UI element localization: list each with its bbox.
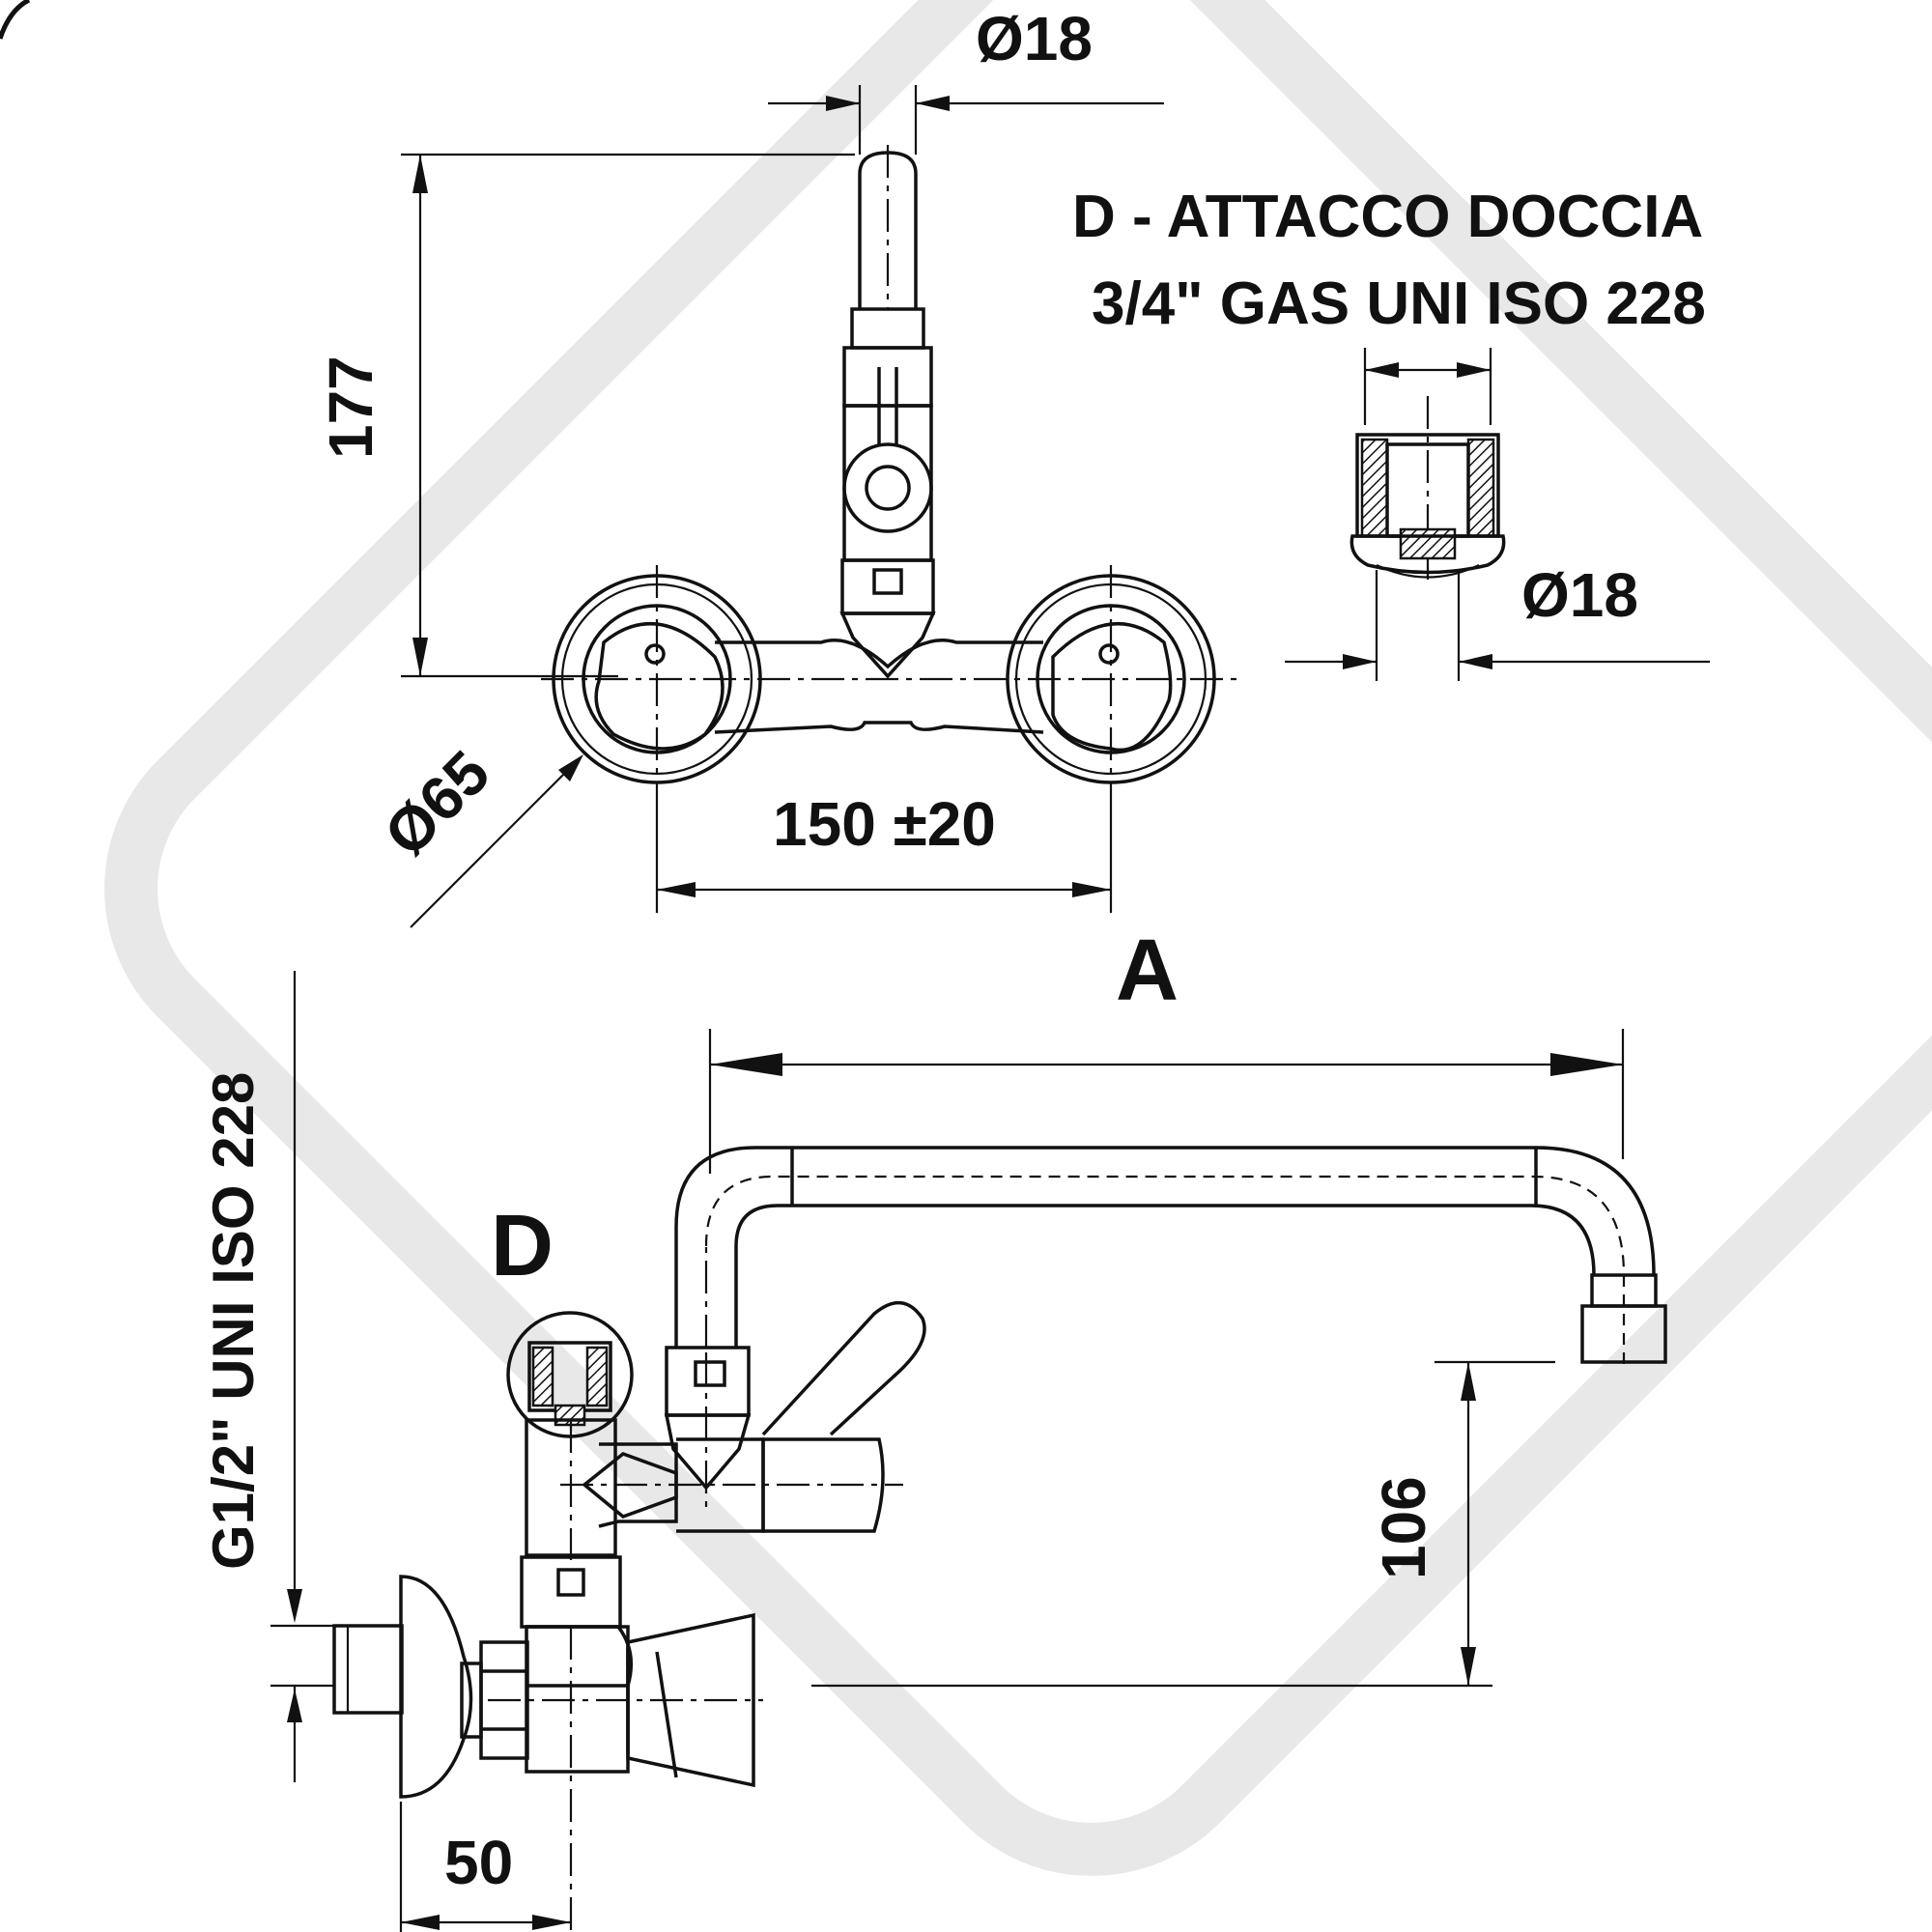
corner-mark <box>0 0 31 40</box>
label-center-distance: 150 ±20 <box>773 789 996 859</box>
detail-shower-port <box>1285 348 1710 681</box>
label-flange-diameter: Ø65 <box>371 737 502 868</box>
label-top-pipe-diameter: Ø18 <box>976 4 1093 73</box>
top-view <box>401 85 1236 928</box>
side-view <box>270 971 1667 1932</box>
label-inlet-thread: G1/2" UNI ISO 228 <box>201 1072 266 1570</box>
detail-title-line1: D - ATTACCO DOCCIA <box>1072 184 1703 250</box>
label-shower-port-diameter: Ø18 <box>1521 560 1638 630</box>
label-overall-height: 177 <box>316 355 385 459</box>
label-detail-marker: D <box>491 1198 554 1294</box>
label-spout-reach: A <box>1116 923 1179 1019</box>
label-wall-offset: 50 <box>444 1828 513 1897</box>
label-spout-height: 106 <box>1369 1476 1438 1579</box>
detail-title-line2: 3/4" GAS UNI ISO 228 <box>1092 270 1706 337</box>
watermark <box>104 0 1932 1876</box>
